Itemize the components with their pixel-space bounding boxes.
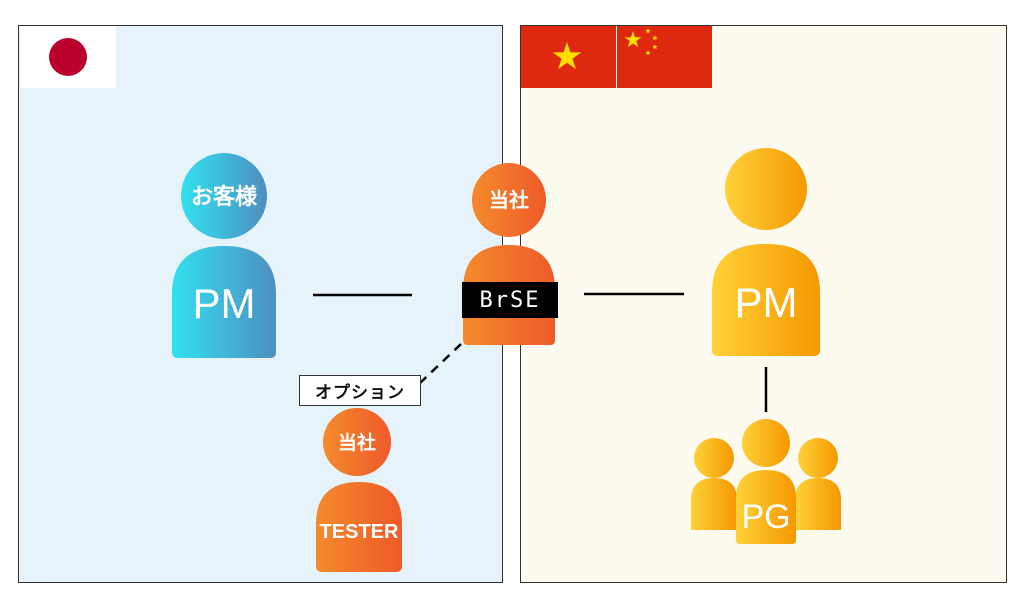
pg-label: PG [741,498,790,536]
pg-left-head [694,438,734,478]
pg-right-head [798,438,838,478]
programmers-group: PG [691,419,841,544]
pg-right-body [795,478,841,530]
brse-head [472,163,546,237]
customer-head-label: お客様 [191,184,258,210]
tester-head [323,408,391,476]
option-label: オプション [299,375,421,406]
china-pm-body-label: PM [735,279,798,326]
brse-head-label: 当社 [489,188,529,212]
pg-left-body [691,478,737,530]
tester-body-label: TESTER [320,521,399,543]
china-flag-stars [552,28,658,70]
customer-head [181,153,267,239]
brse-role-label: BrSE [462,282,558,318]
china-pm-head [725,148,807,230]
china-pm-person: PM [712,148,820,356]
customer-pm-person: お客様 PM [172,153,276,358]
customer-body-label: PM [193,280,256,327]
pg-center-body [736,470,796,544]
tester-head-label: 当社 [338,431,376,454]
customer-body [172,246,276,358]
japan-flag-icon [20,26,116,88]
optional-connector [419,343,462,384]
japan-flag-sun [49,38,87,76]
tester-body [316,482,402,572]
china-pm-body [712,244,820,356]
tester-person: 当社 TESTER [316,408,402,572]
pg-center-head [742,419,790,467]
